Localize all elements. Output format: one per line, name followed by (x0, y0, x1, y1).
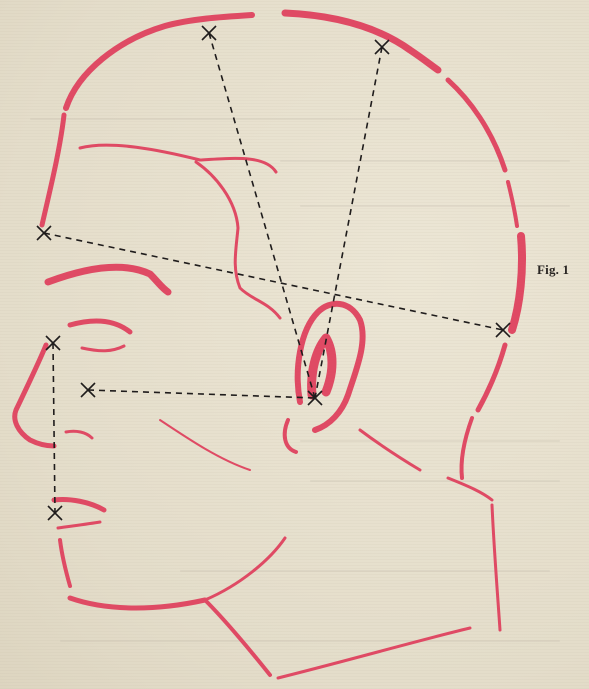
neck-back-lower-stroke (492, 505, 500, 630)
nostril-stroke (66, 431, 92, 438)
ear-inner-stroke (312, 338, 332, 395)
neck-front-stroke (205, 600, 270, 675)
neck-back-stroke (448, 478, 492, 500)
earlobe-stroke (285, 420, 296, 452)
nape-stroke (478, 345, 505, 410)
cross-mark-icon (202, 26, 216, 40)
eye-upper-stroke (70, 321, 130, 332)
hairline-stroke (80, 145, 276, 172)
head-outline (15, 13, 522, 678)
brow-stroke (48, 267, 168, 292)
skull-back-stroke (448, 80, 505, 170)
measure-line-crown-front (209, 33, 315, 398)
upper-lip-stroke (54, 499, 104, 510)
nape-stroke-2 (461, 418, 472, 478)
cross-markers (37, 26, 510, 520)
cheek-stroke (160, 420, 250, 470)
crown-back-stroke (285, 13, 438, 70)
crown-front-stroke (66, 15, 252, 108)
cross-mark-icon (37, 226, 51, 240)
jaw-stroke (70, 598, 205, 608)
jaw-rise-stroke (205, 538, 285, 600)
occiput-stroke (512, 236, 522, 330)
eye-lower-stroke (82, 346, 124, 351)
chin-stroke (60, 540, 70, 586)
measure-line-cheek (88, 390, 315, 398)
measure-line-vertical (53, 343, 55, 513)
forehead-stroke (42, 115, 64, 225)
figure-label: Fig. 1 (537, 262, 569, 278)
skull-back-stroke-2 (508, 182, 517, 226)
lower-lip-stroke (58, 522, 100, 528)
measure-lines (44, 33, 503, 513)
behind-ear-stroke (360, 430, 420, 470)
temple-hairline-stroke (196, 162, 280, 318)
cross-mark-icon (375, 40, 389, 54)
cross-mark-icon (496, 323, 510, 337)
measure-line-horizontal (44, 233, 503, 330)
nose-stroke (15, 345, 54, 446)
neck-base-stroke (278, 628, 470, 678)
